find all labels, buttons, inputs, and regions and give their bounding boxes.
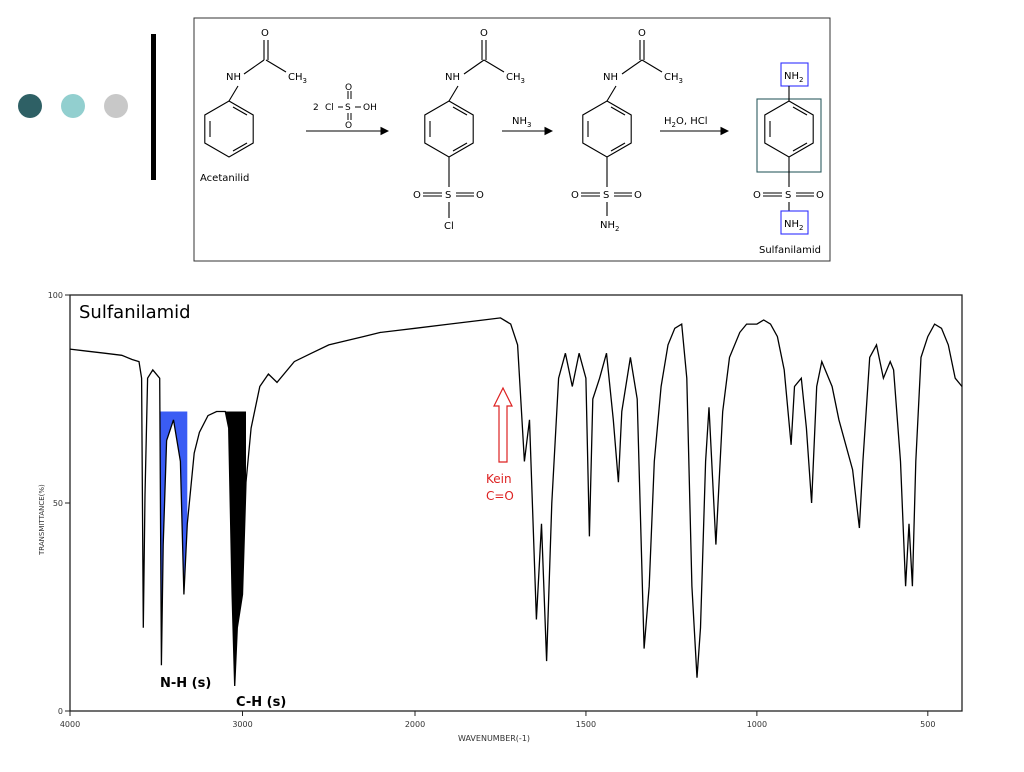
molecule-sulfanilamid: NH2 S O O NH2 Sulfanilamid: [753, 62, 824, 256]
shaded-region-2: [225, 411, 246, 686]
annotation-c-eq-o: C=O: [486, 489, 514, 503]
molecule-sulfonyl-chloride: NH O CH3 S O O Cl: [413, 28, 525, 232]
chart-title: Sulfanilamid: [79, 302, 191, 323]
mol2-o-label: O: [480, 28, 488, 39]
spectrum-line-layer: [69, 317, 963, 687]
decor-vertical-bar: [151, 34, 156, 180]
acetanilid-name: Acetanilid: [200, 173, 249, 184]
acetanilid-o-label: O: [261, 28, 269, 39]
mol4-o-left: O: [753, 190, 761, 201]
y-tick-label: 50: [53, 499, 63, 508]
sulfanilamid-name: Sulfanilamid: [759, 245, 821, 256]
reaction-arrow-3: H2O, HCl: [660, 116, 730, 136]
decor-dot-2: [61, 94, 85, 118]
mol2-ch3-label: CH3: [506, 72, 525, 85]
molecule-acetyl-sulfonamide: NH O CH3 S O O NH2: [571, 28, 683, 233]
annotation-ch-stretch: C-H (s): [236, 695, 286, 710]
reagent-1-coefficient: 2: [313, 103, 319, 113]
up-arrow-icon: [493, 386, 513, 463]
annotation-kein: Kein: [486, 472, 512, 486]
x-tick-label: 4000: [60, 720, 80, 729]
spectrum-line: [69, 317, 963, 687]
mol2-nh-label: NH: [445, 72, 460, 83]
reagent-3-label: H2O, HCl: [664, 116, 708, 129]
reagent-2-label: NH3: [512, 116, 531, 129]
mol3-s-label: S: [603, 190, 609, 201]
mol2-s-label: S: [445, 190, 451, 201]
y-tick-label: 0: [58, 707, 63, 716]
mol3-nh-label: NH: [603, 72, 618, 83]
y-axis-label: TRANSMITTANCE(%): [38, 484, 46, 556]
reaction-arrow-2: NH3: [502, 116, 554, 136]
mol3-o-label: O: [638, 28, 646, 39]
annotation-nh-stretch: N-H (s): [160, 676, 211, 691]
mol2-cl-label: Cl: [444, 221, 454, 232]
decor-dot-3: [104, 94, 128, 118]
mol2-o-left: O: [413, 190, 421, 201]
nh2-top-highlight: [780, 62, 809, 87]
reagent-1-cl: Cl: [325, 103, 334, 113]
reagent-1-oh: OH: [363, 103, 377, 113]
y-tick-label: 100: [48, 291, 63, 300]
reaction-arrow-1: 2 Cl S O O OH: [306, 83, 390, 136]
acetanilid-ch3-label: CH3: [288, 72, 307, 85]
mol4-o-right: O: [816, 190, 824, 201]
x-axis-label: WAVENUMBER(-1): [458, 734, 530, 743]
mol4-s-label: S: [785, 190, 791, 201]
reagent-1-o-top: O: [345, 83, 352, 93]
shaded-regions: [159, 411, 246, 686]
mol3-ch3-label: CH3: [664, 72, 683, 85]
reaction-frame: [193, 17, 831, 262]
acetanilid-nh-label: NH: [226, 72, 241, 83]
mol2-o-right: O: [476, 190, 484, 201]
nh2-bottom-highlight: [780, 210, 809, 235]
reaction-scheme: NH O CH3 Acetanilid 2 Cl S O O OH: [193, 17, 831, 262]
reagent-1-s: S: [345, 103, 351, 113]
mol3-o-left: O: [571, 190, 579, 201]
mol3-o-right: O: [634, 190, 642, 201]
ir-spectrum-chart: Sulfanilamid 4000 3000 2000 1500 1000 500 0 50 1…: [38, 291, 963, 743]
mol4-nh2-bottom: NH2: [784, 219, 803, 232]
x-tick-label: 3000: [232, 720, 252, 729]
decor-dot-1: [18, 94, 42, 118]
x-tick-label: 1500: [576, 720, 596, 729]
mol3-nh2-label: NH2: [600, 220, 619, 233]
plot-frame: [69, 294, 963, 712]
molecule-acetanilid: NH O CH3 Acetanilid: [200, 28, 307, 184]
x-tick-label: 1000: [747, 720, 767, 729]
reagent-1-o-bottom: O: [345, 121, 352, 131]
x-tick-label: 2000: [405, 720, 425, 729]
shaded-region-1: [159, 411, 188, 666]
mol4-nh2-top: NH2: [784, 71, 803, 84]
x-tick-label: 500: [920, 720, 935, 729]
axis-ticks: 4000 3000 2000 1500 1000 500 0 50 100: [48, 291, 936, 729]
